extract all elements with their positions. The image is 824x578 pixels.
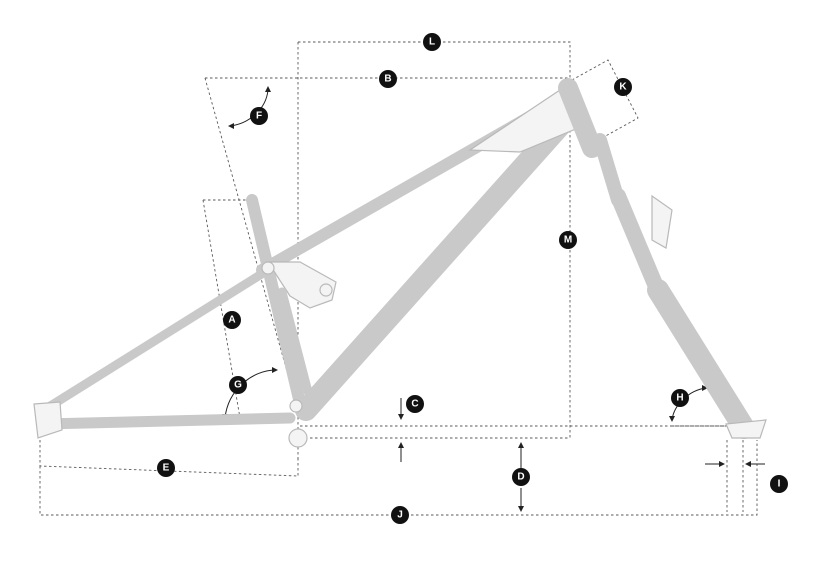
markers: L B K F M A G H C: [157, 33, 788, 524]
marker-k-label: K: [619, 82, 627, 93]
dim-line-K: [571, 59, 639, 139]
marker-g-label: G: [234, 380, 242, 391]
marker-h-label: H: [676, 393, 683, 404]
dim-line-I: [726, 440, 744, 512]
bike-frame: [33, 78, 767, 448]
marker-f-label: F: [256, 111, 262, 122]
marker-c: C: [406, 395, 424, 413]
dim-line-L: [297, 41, 571, 460]
marker-e: E: [157, 459, 175, 477]
marker-e-label: E: [163, 463, 170, 474]
rocker-link: [266, 261, 337, 309]
marker-d: D: [512, 468, 530, 486]
marker-a: A: [223, 311, 241, 329]
marker-g: G: [229, 376, 247, 394]
marker-j: J: [391, 506, 409, 524]
marker-f: F: [250, 107, 268, 125]
marker-l: L: [423, 33, 441, 51]
marker-j-label: J: [397, 510, 403, 521]
bottom-bracket: [288, 428, 308, 448]
marker-a-label: A: [228, 315, 235, 326]
dim-line-A: [202, 199, 250, 419]
marker-m-label: M: [564, 235, 572, 246]
marker-i-label: I: [778, 479, 781, 490]
marker-b-label: B: [384, 74, 391, 85]
marker-i: I: [770, 475, 788, 493]
rear-dropout: [33, 401, 63, 439]
fork-dropout: [725, 419, 767, 439]
fork-arch: [651, 194, 673, 249]
marker-k: K: [614, 78, 632, 96]
marker-d-label: D: [517, 472, 524, 483]
marker-b: B: [379, 70, 397, 88]
dim-line-F: [204, 77, 301, 419]
marker-h: H: [671, 389, 689, 407]
arrow-g: [224, 369, 277, 419]
dim-line-J: [39, 440, 758, 516]
marker-c-label: C: [411, 399, 418, 410]
marker-m: M: [559, 231, 577, 249]
marker-l-label: L: [429, 37, 435, 48]
